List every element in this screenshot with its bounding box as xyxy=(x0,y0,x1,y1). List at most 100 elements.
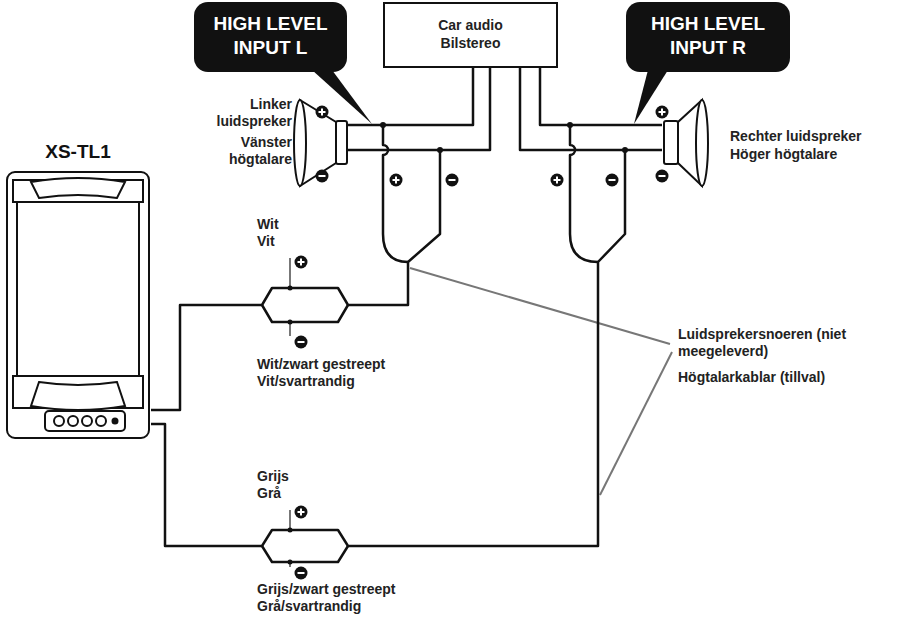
polarity-symbol xyxy=(656,170,669,183)
polarity-symbol xyxy=(295,506,308,519)
subwoofer-drawing xyxy=(7,172,149,438)
polarity-symbol xyxy=(609,179,616,181)
wire-color-label: Wit xyxy=(257,216,279,233)
polarity-symbol xyxy=(606,174,619,187)
polarity-symbol xyxy=(295,506,308,519)
speaker-label: Höger högtalare xyxy=(730,146,837,163)
cable-label: Högtalarkablar (tillval) xyxy=(678,369,825,386)
speaker-wire xyxy=(262,68,662,562)
polarity-symbol xyxy=(298,572,305,574)
speaker-wire xyxy=(262,546,348,562)
speaker-label: Vänster högtalare xyxy=(200,134,292,168)
terminal-lead xyxy=(289,258,291,288)
polarity-symbol xyxy=(554,177,561,184)
cable-label: Luidsprekersnoeren (niet meegeleverd) xyxy=(678,326,848,360)
wire-color-label: Vit/svartrandig xyxy=(257,373,355,390)
subwoofer-drawing xyxy=(31,382,125,410)
polarity-symbol xyxy=(316,170,329,183)
polarity-symbol xyxy=(295,336,308,349)
wire-color-label: Grå/svartrandig xyxy=(257,598,361,615)
polarity-symbol xyxy=(656,170,669,183)
polarity-symbol xyxy=(449,179,456,181)
subwoofer-drawing xyxy=(5,140,151,442)
callout-text: HIGH LEVEL INPUT L xyxy=(202,12,339,60)
polarity-symbol xyxy=(295,106,669,580)
junction-dot xyxy=(288,122,629,565)
speaker-wire xyxy=(262,305,348,322)
speaker-symbol xyxy=(294,100,708,186)
wire-color-label: Grå xyxy=(257,485,281,502)
callout-bubble: HIGH LEVEL INPUT L xyxy=(194,2,347,72)
leader-line xyxy=(600,352,672,495)
polarity-symbol xyxy=(659,109,666,116)
junction-dot xyxy=(380,122,386,128)
subwoofer-drawing xyxy=(113,419,118,424)
callout-bubble-shape xyxy=(626,2,790,72)
subwoofer-unit: XS-TL1 xyxy=(5,140,151,442)
callout-text: HIGH LEVEL INPUT R xyxy=(634,12,782,60)
polarity-symbol xyxy=(551,174,564,187)
polarity-symbol xyxy=(316,106,329,119)
speaker-symbol xyxy=(664,121,678,164)
unit-label: Bilstereo xyxy=(391,34,550,52)
speaker-cable xyxy=(151,68,490,410)
speaker-label: Rechter luidspreker xyxy=(730,128,862,145)
speaker-cable xyxy=(151,68,625,546)
terminal-lead xyxy=(289,258,291,567)
polarity-symbol xyxy=(446,174,459,187)
leader-line xyxy=(410,268,670,344)
speaker-symbol xyxy=(696,100,708,186)
leader-line xyxy=(410,268,672,495)
wire-color-label: Wit/zwart gestreept xyxy=(257,356,385,373)
polarity-symbol xyxy=(316,106,329,119)
polarity-symbol xyxy=(606,174,619,187)
polarity-symbol xyxy=(656,106,669,119)
audio-unit-box: Car audioBilstereo xyxy=(383,2,558,68)
unit-label: Car audio xyxy=(391,16,550,34)
polarity-symbol xyxy=(295,256,308,269)
subwoofer-drawing xyxy=(68,416,78,426)
wire-color-label: Grijs/zwart gestreept xyxy=(257,581,396,598)
junction-dot xyxy=(288,320,293,325)
speaker-wire xyxy=(383,125,408,262)
speaker-wire xyxy=(347,149,440,152)
speaker-wire xyxy=(570,125,598,262)
terminal-lead xyxy=(289,510,291,530)
wire-color-label: Vit xyxy=(257,233,275,250)
subwoofer-drawing xyxy=(17,202,139,376)
junction-dot xyxy=(567,122,573,128)
speaker-label: Linker luidspreker xyxy=(200,96,292,130)
polarity-symbol xyxy=(551,174,564,187)
polarity-symbol xyxy=(393,177,400,184)
polarity-symbol xyxy=(298,509,305,516)
polarity-symbol xyxy=(319,175,326,177)
callout-pointer xyxy=(312,70,372,124)
polarity-symbol xyxy=(298,341,305,343)
subwoofer-drawing xyxy=(45,411,125,431)
polarity-symbol xyxy=(295,567,308,580)
polarity-symbol xyxy=(295,336,308,349)
speaker-symbol xyxy=(294,100,306,186)
callout-bubble: HIGH LEVEL INPUT R xyxy=(626,2,790,72)
polarity-symbol xyxy=(656,106,669,119)
speaker-wire xyxy=(625,149,662,152)
subwoofer-drawing xyxy=(31,178,125,198)
polarity-symbol xyxy=(298,259,305,266)
wire-color-label: Grijs xyxy=(257,468,289,485)
subwoofer-drawing xyxy=(82,416,92,426)
polarity-symbol xyxy=(295,567,308,580)
polarity-symbol xyxy=(295,256,308,269)
junction-dot xyxy=(288,560,293,565)
polarity-symbol xyxy=(659,175,666,177)
polarity-symbol xyxy=(446,174,459,187)
model-name: XS-TL1 xyxy=(5,140,151,164)
subwoofer-drawing xyxy=(54,416,64,426)
polarity-symbol xyxy=(319,109,326,116)
polarity-symbol xyxy=(316,170,329,183)
subwoofer-drawing xyxy=(96,416,106,426)
polarity-symbol xyxy=(390,174,403,187)
callout-bubble-shape xyxy=(194,2,347,72)
speaker-symbol xyxy=(336,121,347,164)
polarity-symbol xyxy=(390,174,403,187)
